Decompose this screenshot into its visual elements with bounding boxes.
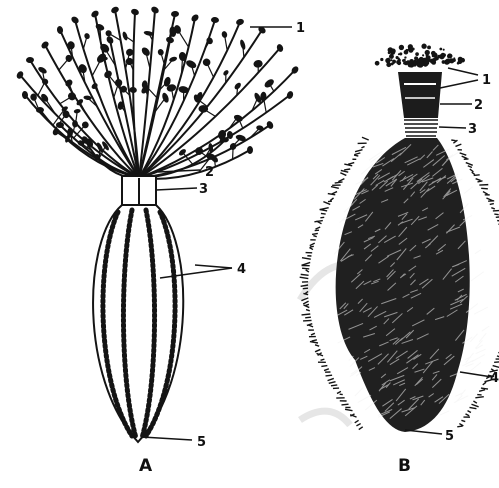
panel-a-label-3: 3	[199, 182, 208, 197]
panel-a-inflorescence	[20, 10, 295, 179]
panel-b-label-2: 2	[474, 98, 483, 113]
panel-a-label-1: 1	[296, 21, 305, 36]
panel-b-label-5: 5	[445, 429, 454, 444]
panel-a-label-4: 4	[237, 262, 246, 277]
panel-a: 1 2 3 4 5 A	[15, 5, 305, 476]
panel-b-caption: B	[398, 456, 411, 476]
panel-a-ribbed-body	[93, 205, 183, 442]
panel-b-label-4: 4	[490, 371, 499, 386]
panel-b-hairy-body	[300, 137, 499, 432]
panel-a-caption: A	[139, 456, 153, 476]
panel-a-label-2: 2	[205, 165, 214, 180]
panel-b-label-1: 1	[482, 73, 491, 88]
panel-a-label-5: 5	[197, 435, 206, 450]
panel-b-flower-head	[375, 44, 465, 68]
panel-b-label-3: 3	[468, 122, 477, 137]
panel-b-neck	[398, 72, 442, 136]
